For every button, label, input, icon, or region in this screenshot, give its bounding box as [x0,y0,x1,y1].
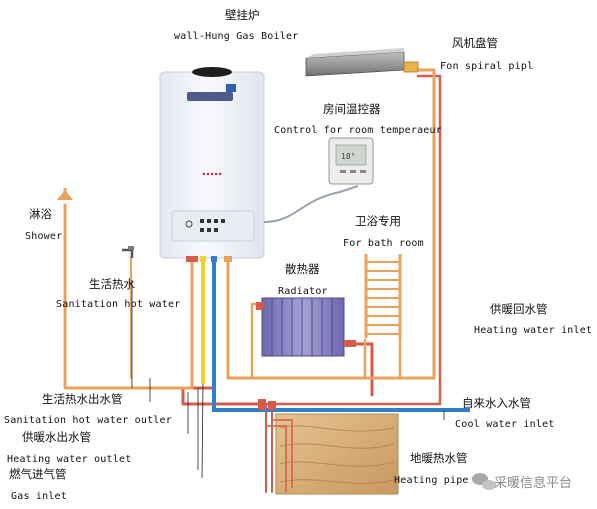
thermostat-label-zh: 房间温控器 [323,102,381,116]
faucet-icon [122,246,134,258]
wechat-icon [472,473,496,490]
shower-head-icon [57,188,73,200]
cold-water-pipe [212,258,470,412]
floor-label-zh: 地暖热水管 [410,451,468,465]
wall-boiler-icon [159,67,265,262]
dhw-label-zh: 生活热水 [89,277,135,291]
radiator-return-pipe [353,342,374,397]
radiator-label-en: Radiator [278,286,328,297]
thermostat-wire [263,185,359,223]
heating-outlet-pipe [181,260,264,406]
dhw-outlet-label-en: Sanitation hot water outler [4,415,172,426]
heating-return-pipe [226,68,436,380]
heating-outlet-label-en: Heating water outlet [7,454,132,465]
thermostat-icon: 18° [328,137,374,185]
towel-rail-icon [364,254,402,338]
dhw-outlet-label-zh: 生活热水出水管 [42,392,123,406]
radiator-icon [256,297,356,357]
cold-inlet-label-en: Cool water inlet [455,419,555,430]
bath-label-zh: 卫浴专用 [355,214,401,228]
svg-text:18°: 18° [341,152,355,161]
thermostat-label-en: Control for room temperaeur [274,125,442,136]
dhw-label-en: Sanitation hot water [56,299,181,310]
shower-hot-pipe [63,203,194,390]
shower-label-zh: 淋浴 [29,207,52,221]
shower-label-en: Shower [25,231,63,242]
manifold-valves [258,399,276,410]
heating-outlet-label-zh: 供暖水出水管 [22,430,91,444]
floor-label-en: Heating pipe [394,475,469,486]
radiator-label-zh: 散热器 [285,262,320,276]
floor-heating-coil-icon [266,413,399,495]
boiler-label-en: wall-Hung Gas Boiler [174,31,299,42]
heating-inlet-label-zh: 供暖回水管 [490,302,548,316]
heating-supply-line [260,74,442,406]
heating-inlet-label-en: Heating water inlet [474,325,593,336]
fan-coil-icon [305,48,419,77]
fancoil-label-en: Fon spiral pipl [440,61,534,72]
leader-lines [131,280,445,479]
gas-inlet-label-zh: 燃气进气管 [9,467,67,481]
watermark-text: 采暖信息平台 [494,476,573,491]
towel-rail-feed [363,328,402,380]
radiator-feed-pipe [250,302,264,380]
floor-loop-pipe [265,403,273,493]
cold-inlet-label-zh: 自来水入水管 [462,396,531,410]
bath-label-en: For bath room [343,238,424,249]
gas-inlet-label-en: Gas inlet [11,491,67,502]
fancoil-label-zh: 风机盘管 [452,36,498,50]
boiler-label-zh: 壁挂炉 [225,8,260,22]
hot-water-pipes [63,68,436,390]
